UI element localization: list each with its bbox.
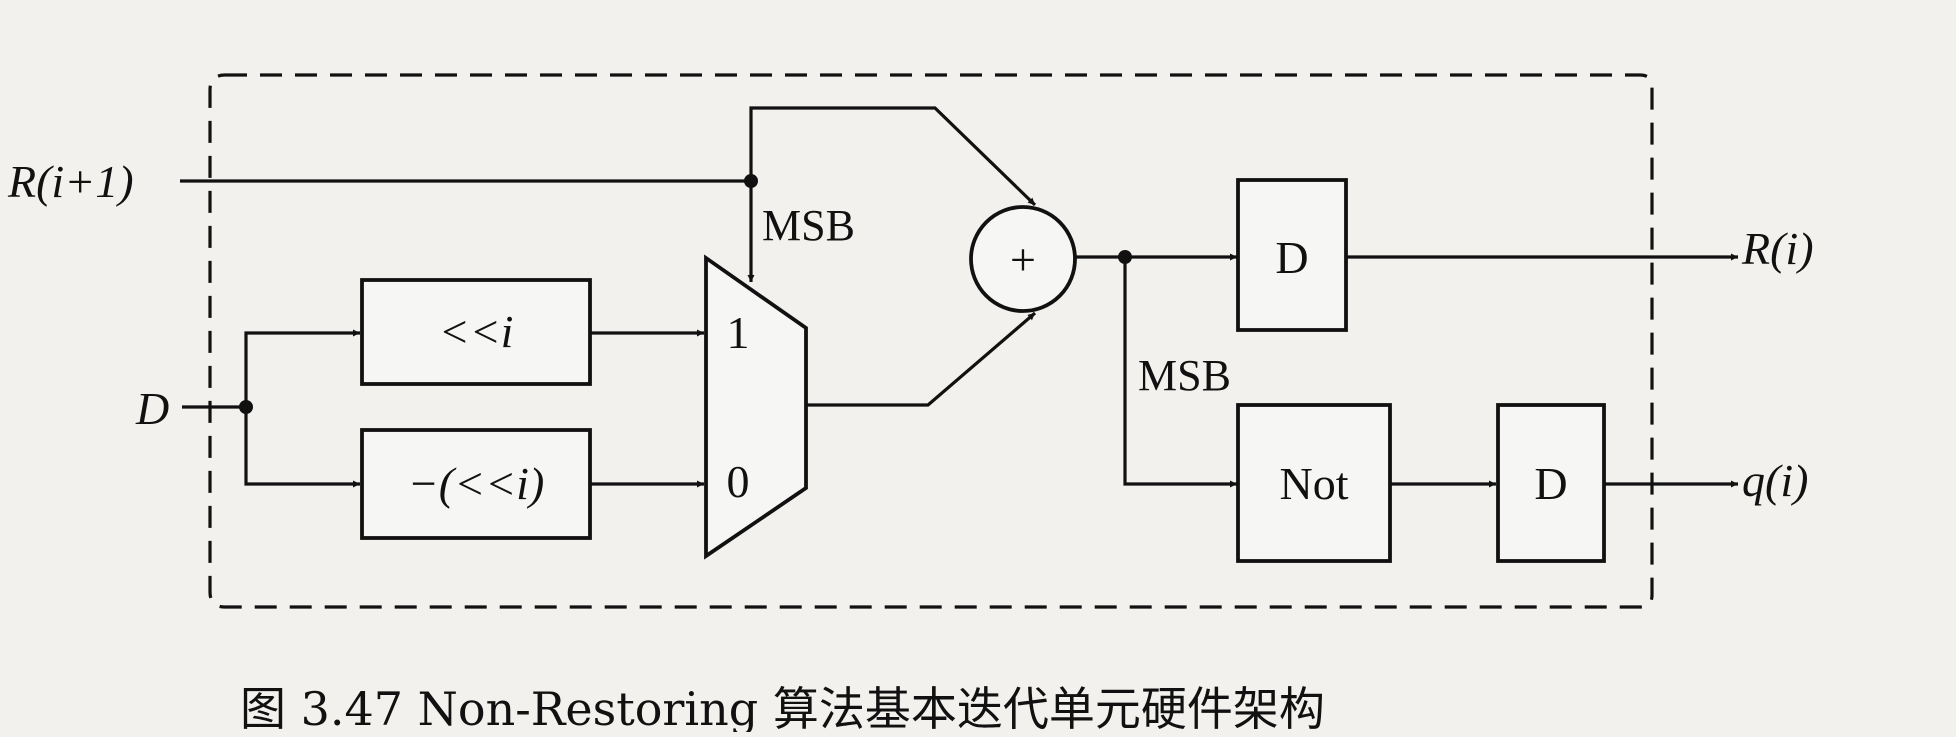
register-r-label: D — [1275, 232, 1308, 283]
output-q-label: q(i) — [1742, 455, 1808, 506]
unit-boundary — [208, 73, 1654, 609]
neg-shift-block — [360, 428, 592, 540]
output-r-label: R(i) — [1741, 223, 1814, 274]
input-r-label: R(i+1) — [7, 156, 134, 207]
msb-top-label: MSB — [762, 201, 855, 250]
shift-left-block — [360, 278, 592, 386]
wire-d-top-branch — [244, 329, 360, 407]
register-q-label: D — [1534, 458, 1567, 509]
input-d-label: D — [135, 383, 169, 434]
msb-right-label: MSB — [1138, 351, 1231, 400]
register-r-block — [1236, 178, 1348, 332]
wire-r-to-adder — [749, 106, 1037, 207]
junction-d-in — [239, 400, 253, 414]
mux-input-1-label: 1 — [727, 307, 750, 358]
junction-adder-out — [1118, 250, 1132, 264]
wire-msb-to-not — [1123, 257, 1237, 488]
adder-label: + — [1010, 234, 1036, 285]
figure-caption: 图 3.47 Non-Restoring 算法基本迭代单元硬件架构 — [240, 682, 1325, 732]
adder-circle — [969, 205, 1077, 313]
mux-input-0-label: 0 — [727, 456, 750, 507]
wire-d-bottom-branch — [244, 407, 360, 488]
junction-r-in — [744, 174, 758, 188]
mux-block — [704, 254, 808, 560]
register-q-block — [1496, 403, 1606, 563]
not-label: Not — [1280, 458, 1349, 509]
not-block — [1236, 403, 1392, 563]
shift-left-label: <<i — [439, 306, 514, 357]
wire-mux-to-adder — [806, 311, 1037, 407]
neg-shift-label: −(<<i) — [408, 458, 545, 509]
